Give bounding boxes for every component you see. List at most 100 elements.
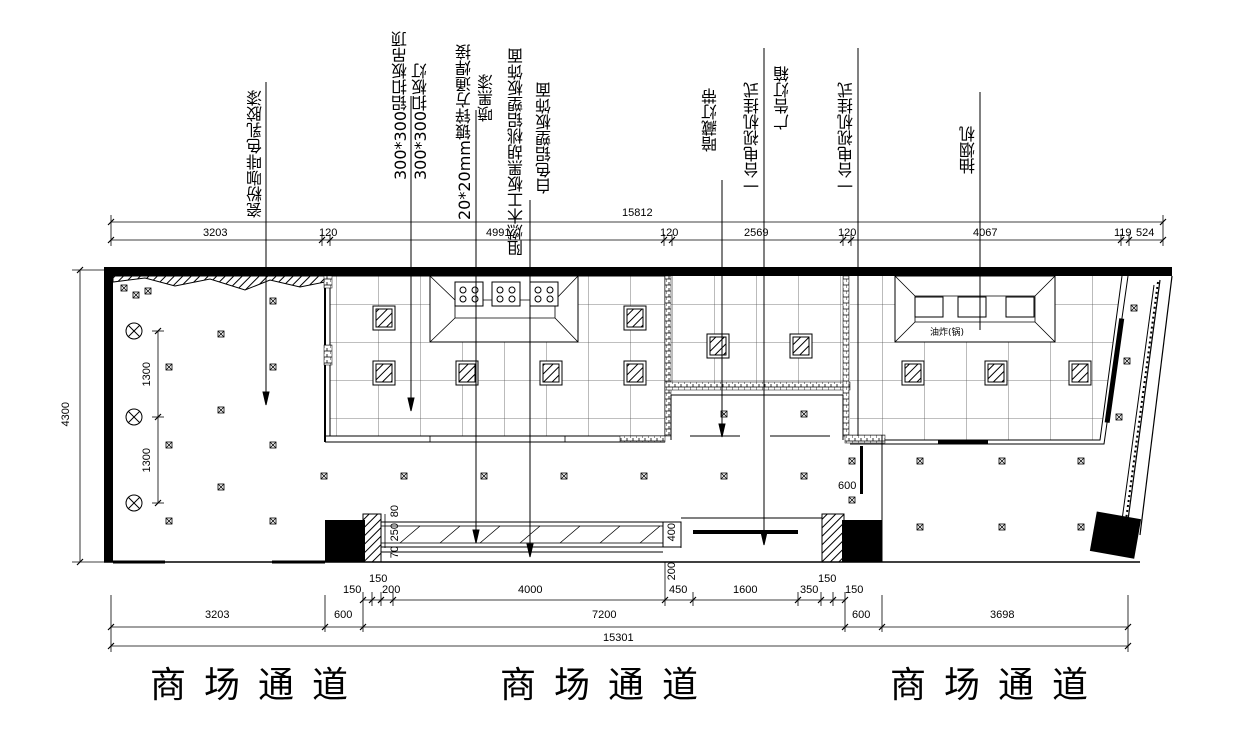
callout-billboard: 广告灯箱 [773, 66, 792, 130]
dim-bottom-r1-e: 450 [669, 584, 688, 596]
fryer-counter [894, 275, 1056, 343]
dim-bottom-r1-f: 1600 [733, 584, 758, 596]
dim-bottom-r1-d: 4000 [518, 584, 543, 596]
dim-top-4: 120 [660, 227, 679, 239]
dim-inner-250: 250 [389, 523, 401, 542]
downlight [916, 523, 924, 531]
callout-panel-line2: 白色铝塑板饰面 [535, 82, 554, 194]
ceiling-light [623, 305, 647, 331]
callout-leaders [262, 48, 981, 558]
downlight [1077, 457, 1085, 465]
callout-hidden-light: 暗藏灯带 [701, 88, 720, 152]
wall-light-strip [1104, 318, 1125, 423]
corridor-label-right: 商场通道 [890, 665, 1107, 706]
downlight [120, 284, 128, 292]
corridor-label-middle: 商场通道 [500, 665, 717, 706]
dim-top-6: 120 [838, 227, 857, 239]
ceiling-light [706, 333, 730, 359]
downlight [1077, 523, 1085, 531]
downlight [560, 472, 568, 480]
pendant-light [125, 494, 143, 512]
ceiling-zone-2 [664, 275, 851, 440]
callout-tv2: 一台电视机挂式 [837, 82, 856, 194]
ceiling-light [372, 360, 396, 386]
ceiling-light [901, 360, 925, 386]
dim-inner-80: 80 [389, 505, 401, 518]
downlight [144, 287, 152, 295]
callout-ceiling-line2: 300*300扣板灯 [411, 62, 430, 180]
pendant-lights [125, 322, 143, 512]
stove-counter [429, 275, 579, 343]
downlight [320, 472, 328, 480]
downlight [800, 410, 808, 418]
ceiling-light [984, 360, 1008, 386]
downlight [217, 330, 225, 338]
downlight [916, 457, 924, 465]
downlight [269, 297, 277, 305]
callout-ceiling-line1: 300*300铝扣板吊顶 [391, 30, 410, 180]
dim-bottom-r1-c: 200 [382, 584, 401, 596]
downlight [800, 472, 808, 480]
dim-top-5: 2569 [744, 227, 769, 239]
dim-left-seg2: 1300 [141, 448, 153, 473]
dim-top-2: 120 [319, 227, 338, 239]
downlight [400, 472, 408, 480]
ceiling-light [372, 305, 396, 331]
dim-top-1: 3203 [203, 227, 228, 239]
dim-left-height: 4300 [60, 402, 72, 427]
dim-top-8: 119 [1114, 227, 1132, 239]
ceiling-light [539, 360, 563, 386]
downlight [217, 406, 225, 414]
dim-left-seg1: 1300 [141, 362, 153, 387]
dim-top-3: 4991 [486, 227, 511, 239]
dim-top-9: 524 [1136, 227, 1155, 239]
dim-bottom-total: 15301 [603, 632, 634, 644]
callout-paint: 瓷粉咖啡色乳胶漆 [246, 90, 265, 218]
downlight [1115, 413, 1123, 421]
dim-top-7: 4067 [973, 227, 998, 239]
downlight [998, 457, 1006, 465]
dim-top-total: 15812 [622, 207, 653, 219]
downlight [480, 472, 488, 480]
dimension-lines-left [72, 266, 164, 566]
corridor-label-left: 商场通道 [150, 665, 367, 706]
downlight [1130, 304, 1138, 312]
ceiling-light [1068, 360, 1092, 386]
downlight [217, 483, 225, 491]
dimension-lines-top [107, 215, 1167, 246]
downlight [132, 291, 140, 299]
downlight [269, 363, 277, 371]
downlight [998, 523, 1006, 531]
downlight [848, 496, 856, 504]
dim-bottom-r2-c: 7200 [592, 609, 617, 621]
callout-tv1: 一台电视机挂式 [743, 82, 762, 194]
callout-panel-line1: 阻燃木工板黑胡桃铝塑板饰面 [507, 48, 526, 256]
downlight [165, 517, 173, 525]
dim-bottom-r2-e: 3698 [990, 609, 1015, 621]
dim-bottom-r1-h: 150 [818, 573, 837, 585]
dimension-lines-bottom [107, 514, 1132, 652]
dim-bottom-r1-b: 150 [369, 573, 388, 585]
dim-inner-400: 400 [666, 523, 678, 542]
callout-steel-line2: 喷黑漆 [477, 74, 496, 122]
dim-inner-600: 600 [838, 480, 857, 492]
dim-bottom-r1-g: 350 [800, 584, 819, 596]
callout-hood: 抽烟机 [959, 126, 978, 174]
dim-bottom-r1-a: 150 [343, 584, 362, 596]
downlight [1123, 357, 1131, 365]
downlight [848, 457, 856, 465]
dim-bottom-r1-i: 150 [845, 584, 864, 596]
downlight [165, 363, 173, 371]
ceiling-lights [372, 305, 1092, 386]
dim-bottom-r2-a: 3203 [205, 609, 230, 621]
storefront [113, 435, 1142, 564]
downlight [640, 472, 648, 480]
pendant-light [125, 322, 143, 340]
dim-inner-200: 200 [666, 562, 678, 581]
dim-bottom-r2-b: 600 [334, 609, 353, 621]
downlight [269, 441, 277, 449]
downlights [120, 284, 1138, 531]
downlight [269, 517, 277, 525]
pendant-light [125, 408, 143, 426]
